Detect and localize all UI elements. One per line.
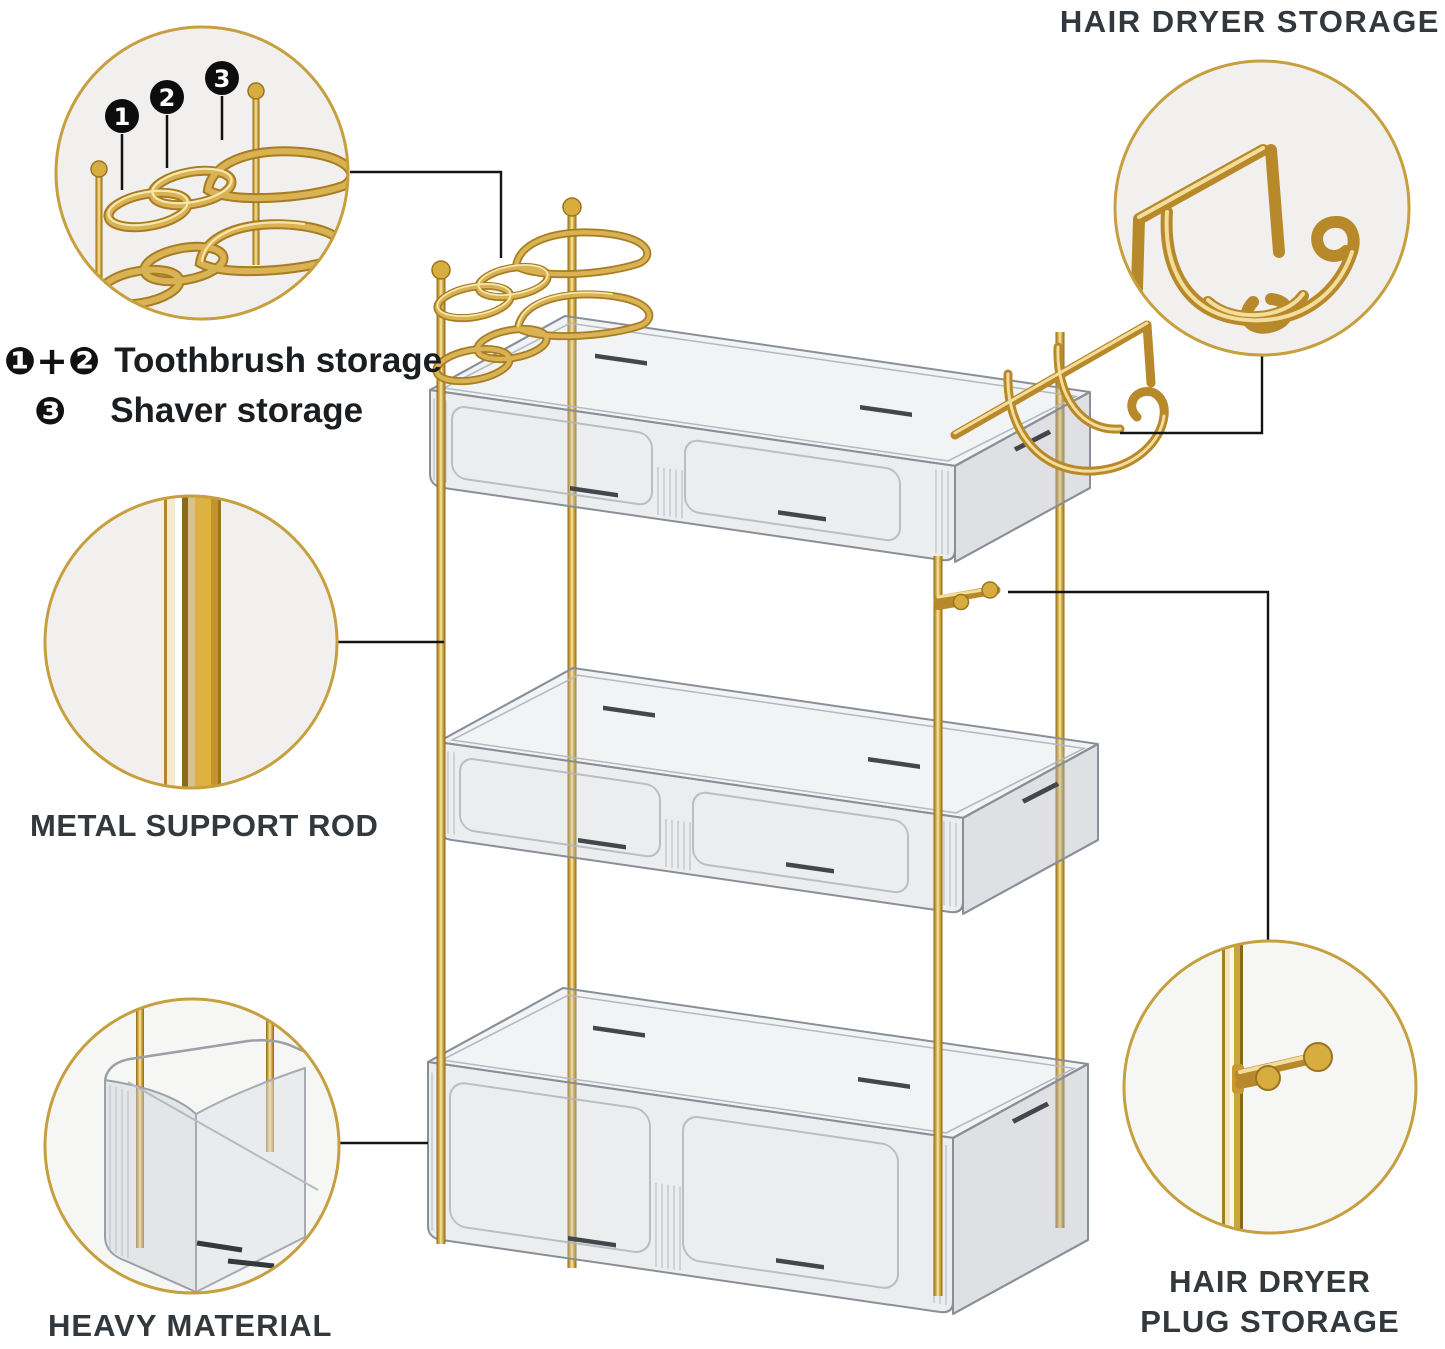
organizer-product xyxy=(427,197,1169,1315)
feature-toothbrush-storage: ❶+❷ Toothbrush storage xyxy=(4,336,442,386)
shaver-label: Shaver storage xyxy=(110,391,364,430)
label-hair-dryer-storage: HAIR DRYER STORAGE xyxy=(1059,4,1440,39)
badge-2 xyxy=(150,80,184,114)
middle-tray xyxy=(437,667,1099,915)
toothbrush-shaver-holder xyxy=(432,228,654,386)
plug-hook xyxy=(933,581,1001,611)
badge-3-number: 3 xyxy=(214,65,231,93)
support-rod-front-right xyxy=(933,556,943,1296)
leader-lines xyxy=(338,170,1270,1145)
badge-1 xyxy=(105,99,139,133)
feature-list: ❶+❷ Toothbrush storage ❸ Shaver storage xyxy=(4,336,442,436)
shaver-badge: ❸ xyxy=(34,389,67,433)
top-tray xyxy=(429,315,1091,563)
hair-dryer-holder xyxy=(950,320,1169,476)
callout-heavy-material-circle xyxy=(43,997,341,1295)
feature-shaver-storage: ❸ Shaver storage xyxy=(4,386,442,436)
magnified-rod xyxy=(164,496,221,788)
label-plug-storage: HAIR DRYER PLUG STORAGE xyxy=(1088,1262,1445,1342)
leader-plug-storage xyxy=(1008,590,1270,940)
callout-plug-hook-circle xyxy=(1122,939,1418,1235)
support-rod-back-left xyxy=(567,210,577,1268)
callout-hair-dryer-circle xyxy=(1113,59,1411,357)
magnified-plug-hook xyxy=(1222,941,1333,1233)
number-badges: 1 2 3 xyxy=(105,61,239,133)
label-metal-support-rod: METAL SUPPORT ROD xyxy=(30,808,379,843)
badge-3 xyxy=(205,61,239,95)
rod-ball-back-left xyxy=(562,197,582,217)
toothbrush-label: Toothbrush storage xyxy=(114,341,443,380)
label-plug-storage-line1: HAIR DRYER xyxy=(1169,1264,1371,1299)
badge-1-number: 1 xyxy=(114,103,131,131)
support-rod-front-left xyxy=(436,272,446,1244)
badge-pointer-lines xyxy=(120,96,224,190)
rod-ball-front-left xyxy=(431,260,451,280)
callout-toothbrush-circle: 1 2 3 xyxy=(54,25,350,321)
bottom-tray xyxy=(427,987,1089,1315)
support-rod-back-right xyxy=(1055,332,1065,1228)
badge-2-number: 2 xyxy=(159,84,176,112)
label-plug-storage-line2: PLUG STORAGE xyxy=(1140,1304,1400,1339)
leader-hair-dryer-storage xyxy=(1120,356,1264,435)
leader-toothbrush xyxy=(350,170,503,258)
magnified-tray-corner xyxy=(103,1000,334,1293)
toothbrush-badges: ❶+❷ xyxy=(4,339,101,383)
label-heavy-material: HEAVY MATERIAL xyxy=(48,1308,333,1343)
callout-metal-rod-circle xyxy=(43,494,339,790)
